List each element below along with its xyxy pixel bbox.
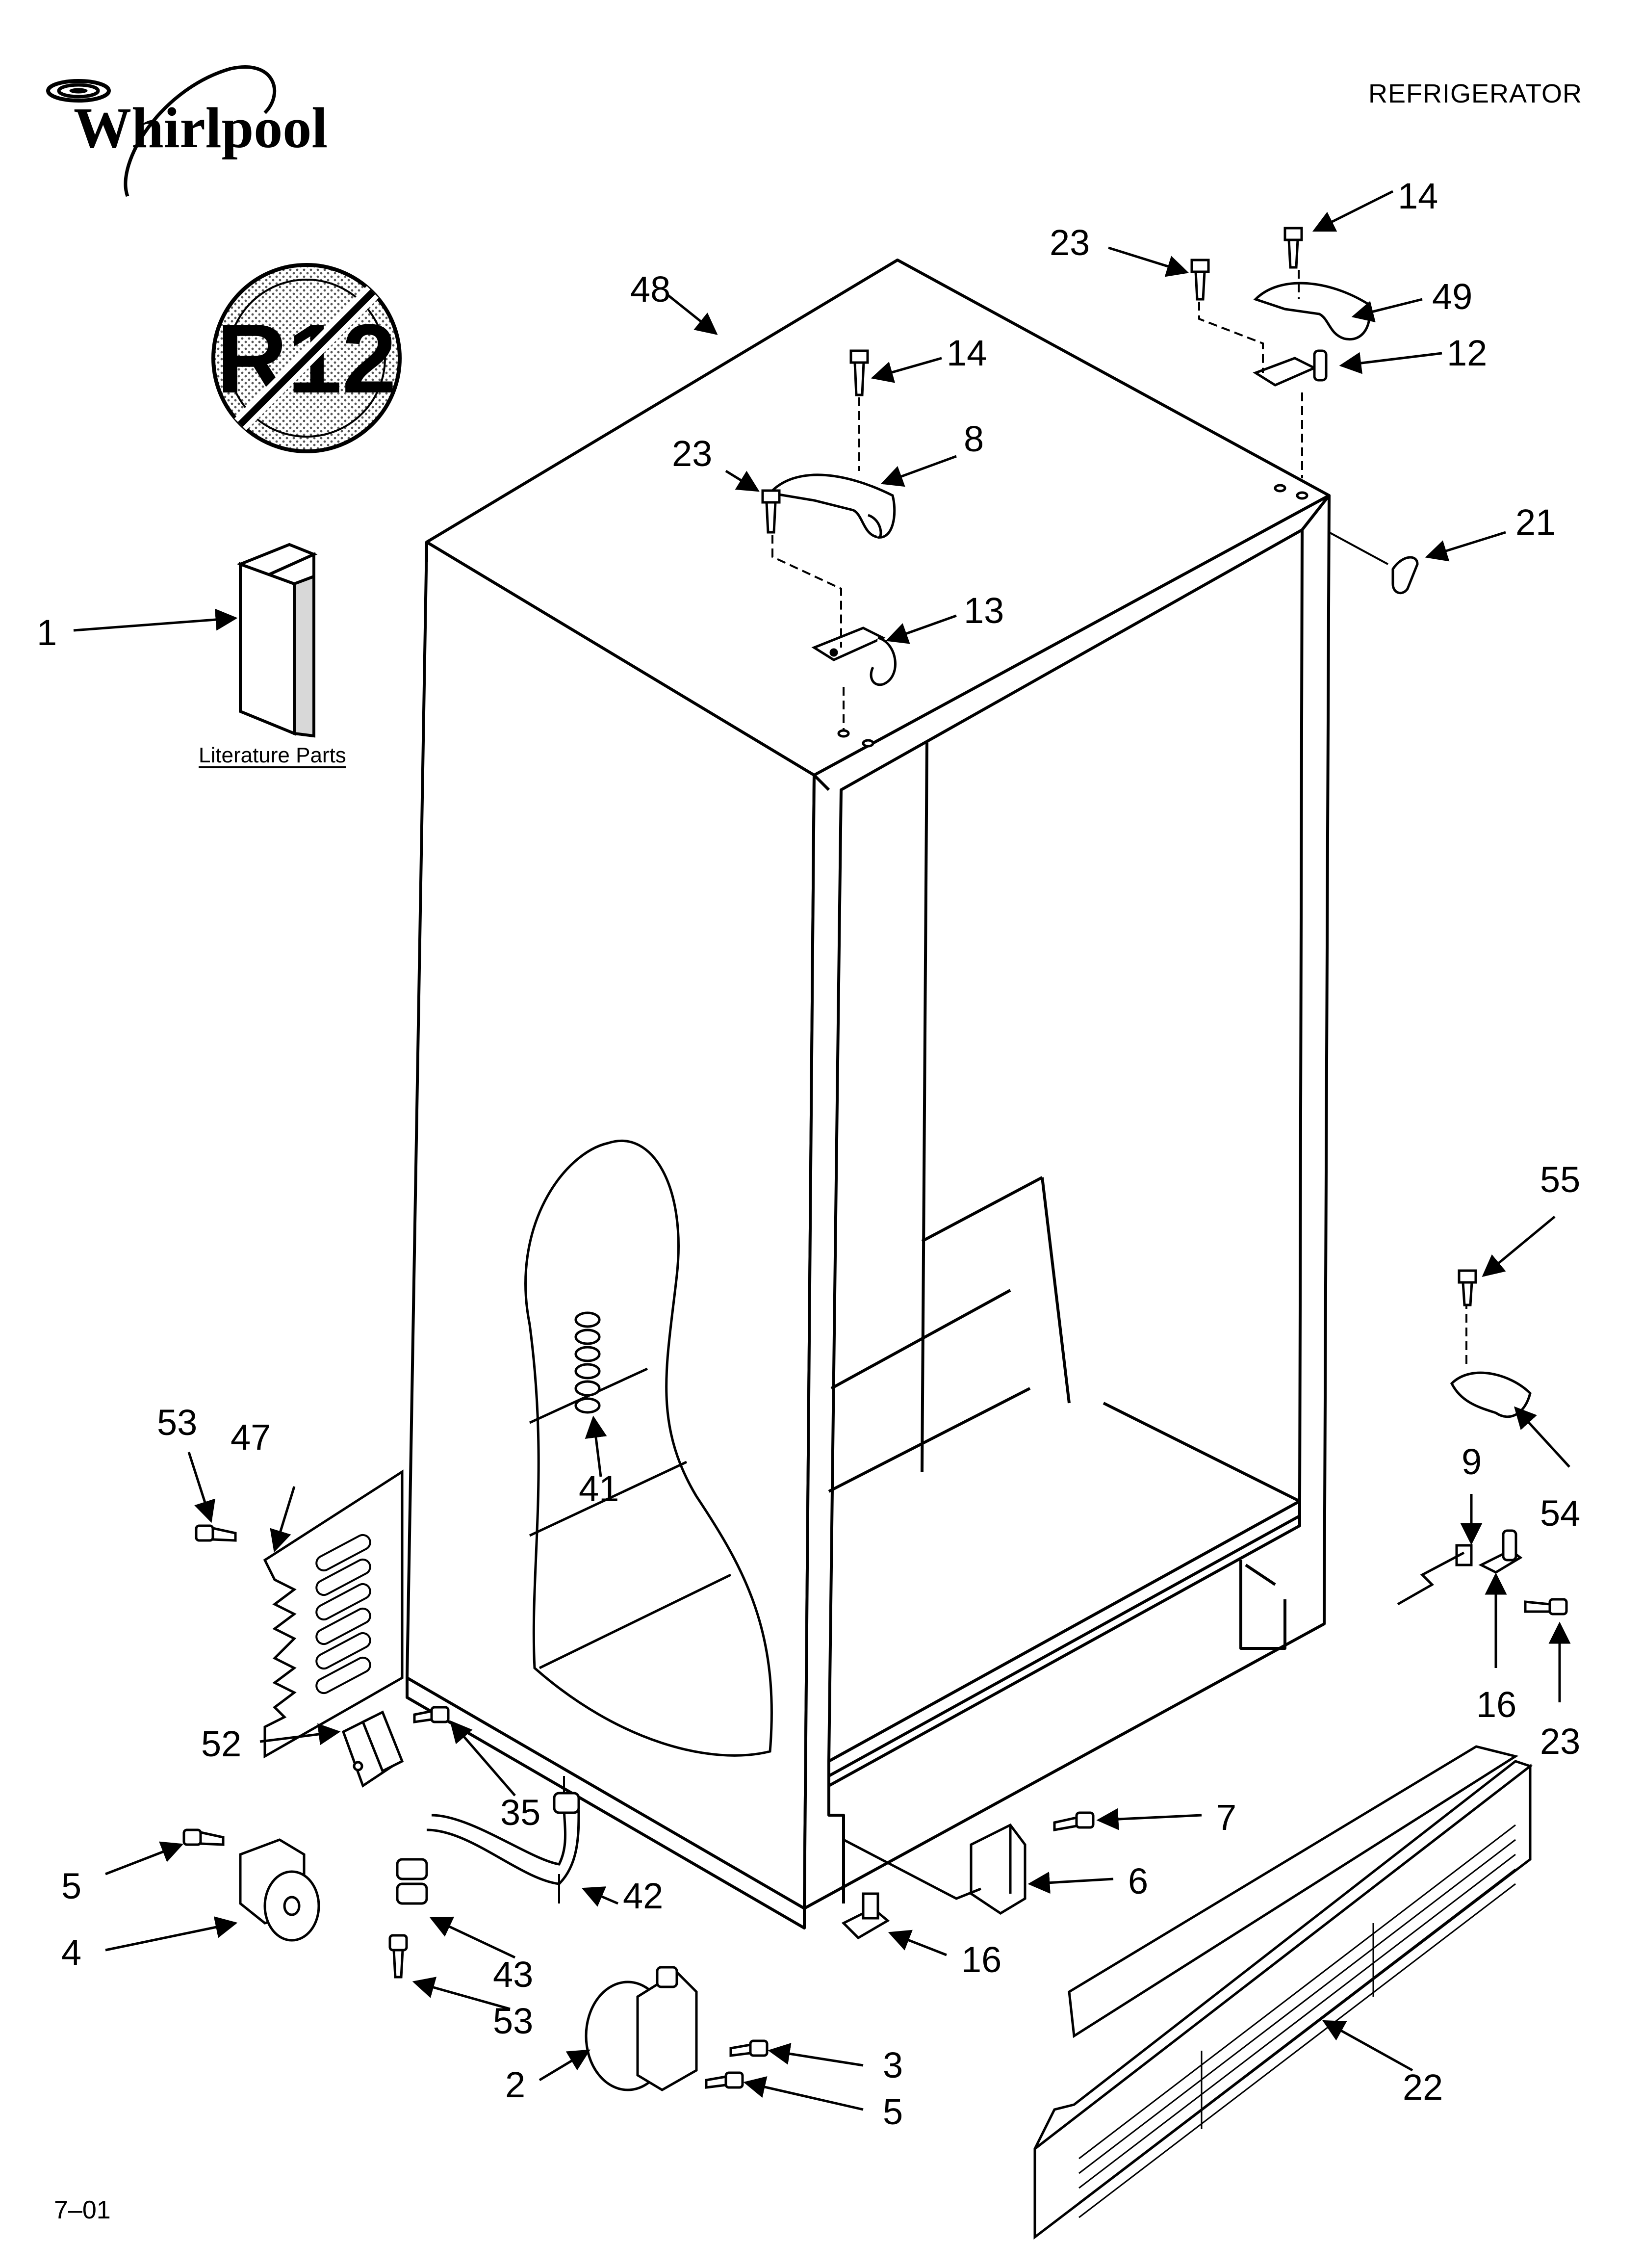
screw-icon — [1190, 259, 1210, 301]
screw-icon — [182, 1828, 225, 1846]
callout-label: 13 — [964, 590, 1004, 631]
brand-name: Whirlpool — [74, 96, 328, 160]
callout-label: 21 — [1515, 502, 1556, 543]
part-47-access-panel — [263, 1469, 404, 1759]
floor-outline — [843, 1838, 981, 1900]
callout-label: 41 — [579, 1468, 619, 1509]
screw-icon — [413, 1706, 450, 1723]
screw-icon — [1524, 1598, 1568, 1616]
part-4-caster — [239, 1838, 320, 1942]
callout-label: 53 — [493, 2001, 533, 2041]
revision-code: 7–01 — [54, 2196, 111, 2224]
callout-label: 22 — [1403, 2067, 1443, 2108]
screw-icon — [705, 2071, 744, 2089]
callout-label: 52 — [201, 1723, 241, 1764]
callout-label: 49 — [1432, 276, 1472, 317]
lower-right-hinge-assembly — [1397, 1269, 1568, 1616]
callout-label: 6 — [1128, 1861, 1148, 1902]
literature-parts-caption: Literature Parts — [199, 743, 346, 767]
callout-label: 7 — [1216, 1797, 1236, 1838]
part-16-bracket — [841, 1892, 890, 1940]
screw-icon — [195, 1524, 237, 1542]
no-r12-badge: R12 — [211, 263, 402, 453]
part-43-clip — [396, 1858, 428, 1905]
page-title: REFRIGERATOR — [1368, 79, 1583, 108]
insulation-cutaway — [524, 1139, 773, 1757]
callout-label: 47 — [231, 1417, 271, 1458]
screw-icon — [849, 349, 869, 396]
leader-lines — [73, 190, 1571, 2111]
literature-parts-book — [236, 543, 318, 738]
callout-label: 1 — [37, 612, 57, 653]
callout-label: 14 — [1398, 176, 1438, 216]
callout-label: 54 — [1540, 1493, 1580, 1534]
whirlpool-swirl-icon — [46, 65, 277, 197]
callout-label: 23 — [672, 433, 712, 474]
alignment-lines — [771, 270, 1467, 1369]
callout-label: 53 — [157, 1402, 197, 1443]
part-2-lower-hinge — [585, 1966, 698, 2091]
callout-label: 16 — [961, 1939, 1001, 1980]
callout-label: 5 — [61, 1866, 81, 1906]
screw-icon — [761, 489, 781, 534]
whirlpool-logo: Whirlpool — [46, 65, 328, 197]
callout-label: 9 — [1462, 1441, 1482, 1482]
callout-label: 3 — [883, 2045, 903, 2086]
part-52-bracket — [341, 1710, 404, 1788]
screw-icon — [1053, 1811, 1095, 1831]
callout-label: 8 — [964, 418, 984, 459]
callout-label: 23 — [1050, 222, 1090, 263]
screw-icon — [388, 1934, 408, 1979]
screw-icon — [1458, 1269, 1477, 1306]
part-41-coil — [574, 1311, 601, 1414]
screw-icon — [729, 2039, 769, 2057]
callout-label: 2 — [505, 2064, 525, 2105]
part-42-drain-tube — [426, 1792, 580, 1885]
callout-label: 14 — [947, 333, 987, 373]
callout-label: 55 — [1540, 1159, 1580, 1200]
part-6-bracket — [970, 1823, 1026, 1915]
callout-label: 12 — [1447, 333, 1487, 373]
connector-lines — [558, 531, 1388, 1903]
callout-label: 4 — [61, 1932, 81, 1973]
screw-icon — [1283, 227, 1303, 269]
callout-labels: 1 48 23 14 8 13 23 14 49 12 21 55 54 9 1… — [37, 176, 1580, 2132]
callout-label: 5 — [883, 2091, 903, 2132]
callout-label: 43 — [493, 1954, 533, 1995]
callout-label: 48 — [630, 269, 670, 310]
part-22-grille — [1033, 1745, 1533, 2240]
callout-label: 42 — [623, 1876, 663, 1916]
callout-label: 35 — [500, 1792, 540, 1833]
callout-label: 23 — [1540, 1721, 1580, 1762]
callout-label: 16 — [1476, 1684, 1516, 1725]
